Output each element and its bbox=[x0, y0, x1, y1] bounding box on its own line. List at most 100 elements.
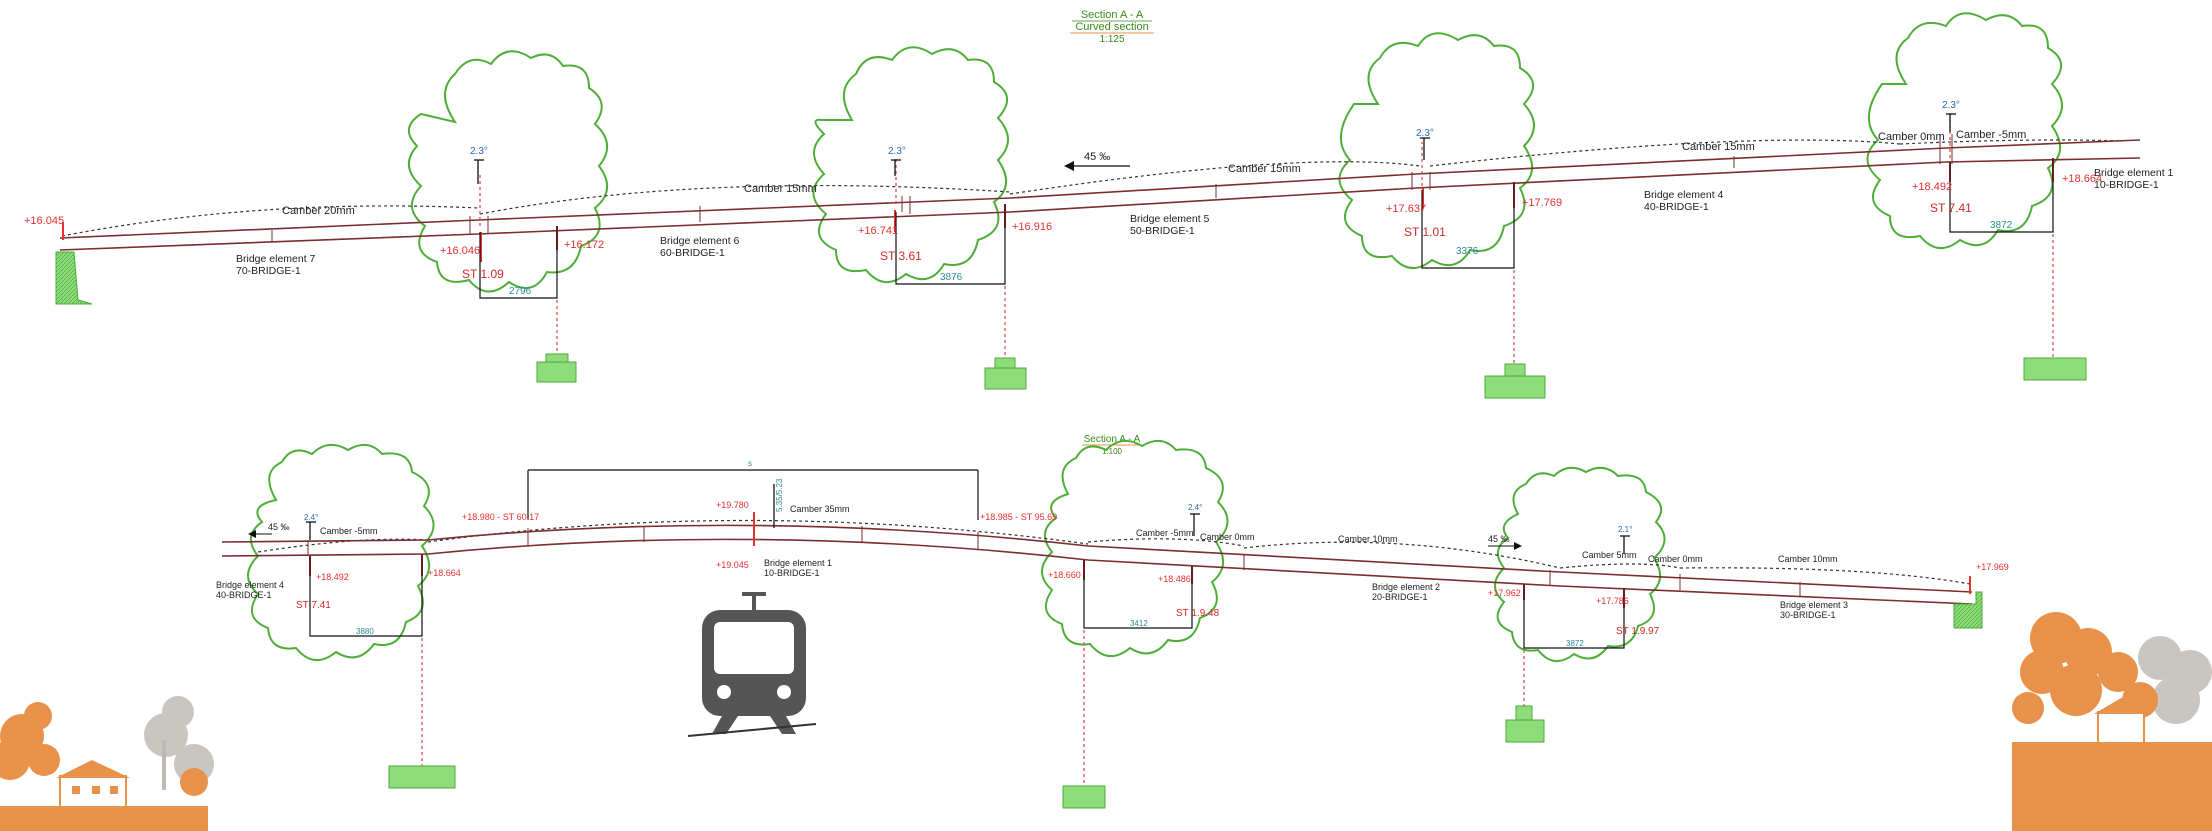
abutment bbox=[1953, 591, 1983, 629]
tree-scene-right bbox=[2012, 612, 2212, 831]
tram-icon bbox=[687, 592, 817, 737]
dimension-label: 3880 bbox=[356, 627, 374, 636]
camber-label: Camber 5mm bbox=[1582, 550, 1637, 560]
elevation-label: +18.985 - ST 95.69 bbox=[980, 512, 1057, 522]
camber-line bbox=[1559, 563, 1681, 569]
foundation-block bbox=[1505, 719, 1545, 743]
angle-label: 2.4° bbox=[304, 513, 318, 522]
foundation-cap bbox=[994, 357, 1016, 369]
bridge-deck-soffit bbox=[59, 157, 2141, 251]
camber-label: Camber 15mm bbox=[744, 183, 817, 195]
station-label: ST 3.61 bbox=[880, 249, 922, 263]
elevation-label: +18.664 bbox=[428, 568, 461, 578]
angle-label: 2.3° bbox=[470, 146, 488, 157]
piers bbox=[309, 554, 1625, 649]
foundation-block bbox=[1484, 375, 1546, 399]
tree-scene-left bbox=[0, 696, 214, 831]
elevation-label: +16.045 bbox=[24, 215, 64, 227]
camber-label: Camber 10mm bbox=[1338, 534, 1398, 544]
elevation-label: +16.741 bbox=[858, 225, 898, 237]
upper-slope: 45 ‰ bbox=[1084, 151, 1110, 163]
station-label: ST 7.41 bbox=[1930, 201, 1972, 215]
angle-label: 2.3° bbox=[1416, 128, 1434, 139]
element-code: 70-BRIDGE-1 bbox=[236, 265, 301, 277]
elevation-label: +19.780 bbox=[716, 500, 749, 510]
upper-scale: 1:125 bbox=[1099, 34, 1124, 45]
lower-slope-left: 45 ‰ bbox=[268, 522, 290, 532]
camber-label: Camber 20mm bbox=[282, 205, 355, 217]
foundation-cap bbox=[1504, 363, 1526, 377]
station-label: ST 7.41 bbox=[296, 600, 331, 611]
camber-label: Camber 0mm bbox=[1200, 532, 1255, 542]
camber-line bbox=[1429, 139, 1901, 167]
element-code: 30-BRIDGE-1 bbox=[1780, 610, 1836, 620]
upper-section: Section A - A Curved section 1:125 bbox=[24, 9, 2174, 399]
station-label: ST 1.09 bbox=[462, 267, 504, 281]
foundation-block bbox=[2023, 357, 2087, 381]
angle-label: 2.3° bbox=[888, 146, 906, 157]
pier-outline bbox=[1866, 12, 2063, 249]
bearing-symbols bbox=[306, 484, 1630, 554]
bearing-symbols bbox=[474, 113, 1956, 184]
lower-section: Section A - A 1:100 s bbox=[216, 434, 2009, 809]
pile-lines bbox=[421, 630, 1525, 786]
pier-outline bbox=[1338, 32, 1535, 269]
foundation-block bbox=[1062, 785, 1106, 809]
piers bbox=[479, 158, 2054, 299]
station-label: ST 1.9.97 bbox=[1616, 626, 1660, 637]
elevation-label: +19.045 bbox=[716, 560, 749, 570]
dimension-label: 3412 bbox=[1130, 619, 1148, 628]
camber-line bbox=[1243, 541, 1561, 569]
lower-scale: 1:100 bbox=[1102, 447, 1123, 456]
angle-label: 2.4° bbox=[1188, 503, 1202, 512]
element-label: Bridge element 5 bbox=[1130, 213, 1210, 225]
element-label: Bridge element 3 bbox=[1780, 600, 1848, 610]
lower-slope-right: 45 ‰ bbox=[1488, 534, 1510, 544]
abutment bbox=[55, 251, 93, 305]
element-label: Bridge element 4 bbox=[1644, 189, 1724, 201]
elevation-label: +18.492 bbox=[316, 572, 349, 582]
camber-label: Camber 15mm bbox=[1682, 141, 1755, 153]
elevation-label: +16.172 bbox=[564, 239, 604, 251]
foundation-block bbox=[984, 367, 1027, 390]
elevation-label: +17.969 bbox=[1976, 562, 2009, 572]
element-label: Bridge element 2 bbox=[1372, 582, 1440, 592]
dimension-label: 3872 bbox=[1990, 220, 2013, 231]
camber-label: Camber -5mm bbox=[1956, 129, 2026, 141]
camber-label: Camber -5mm bbox=[1136, 528, 1194, 538]
bridge-deck bbox=[59, 139, 2141, 239]
dimension-label: 3876 bbox=[940, 272, 963, 283]
element-label: Bridge element 4 bbox=[216, 580, 284, 590]
clearance-label: 5.35/5.23 bbox=[775, 478, 784, 512]
element-label: Bridge element 7 bbox=[236, 253, 316, 265]
element-code: 40-BRIDGE-1 bbox=[216, 590, 272, 600]
element-code: 40-BRIDGE-1 bbox=[1644, 201, 1709, 213]
camber-label: Camber 0mm bbox=[1878, 131, 1945, 143]
camber-label: Camber 15mm bbox=[1228, 163, 1301, 175]
station-label: ST 1.01 bbox=[1404, 225, 1446, 239]
elevation-label: +18.492 bbox=[1912, 181, 1952, 193]
camber-line bbox=[1087, 538, 1245, 547]
camber-label: Camber 35mm bbox=[790, 504, 850, 514]
camber-line bbox=[1679, 567, 1971, 585]
pier-outline bbox=[247, 443, 435, 661]
camber-label: Camber 10mm bbox=[1778, 554, 1838, 564]
upper-title: Section A - A bbox=[1081, 9, 1144, 21]
bridge-deck bbox=[221, 524, 1973, 593]
camber-label: Camber 0mm bbox=[1648, 554, 1703, 564]
lower-title: Section A - A bbox=[1084, 434, 1141, 445]
element-code: 50-BRIDGE-1 bbox=[1130, 225, 1195, 237]
element-code: 10-BRIDGE-1 bbox=[2094, 179, 2159, 191]
elevation-label: +17.637 bbox=[1386, 203, 1426, 215]
elevation-label: +17.962 bbox=[1488, 588, 1521, 598]
angle-label: 2.3° bbox=[1942, 100, 1960, 111]
elevation-label: +16.046 bbox=[440, 245, 480, 257]
dimension-label: 3872 bbox=[1566, 639, 1584, 648]
foundation-cap bbox=[545, 353, 569, 363]
camber-line bbox=[1899, 139, 2121, 145]
deck-joints bbox=[271, 134, 1953, 242]
camber-label: Camber -5mm bbox=[320, 526, 378, 536]
element-code: 20-BRIDGE-1 bbox=[1372, 592, 1428, 602]
deck-joints bbox=[307, 524, 1801, 596]
